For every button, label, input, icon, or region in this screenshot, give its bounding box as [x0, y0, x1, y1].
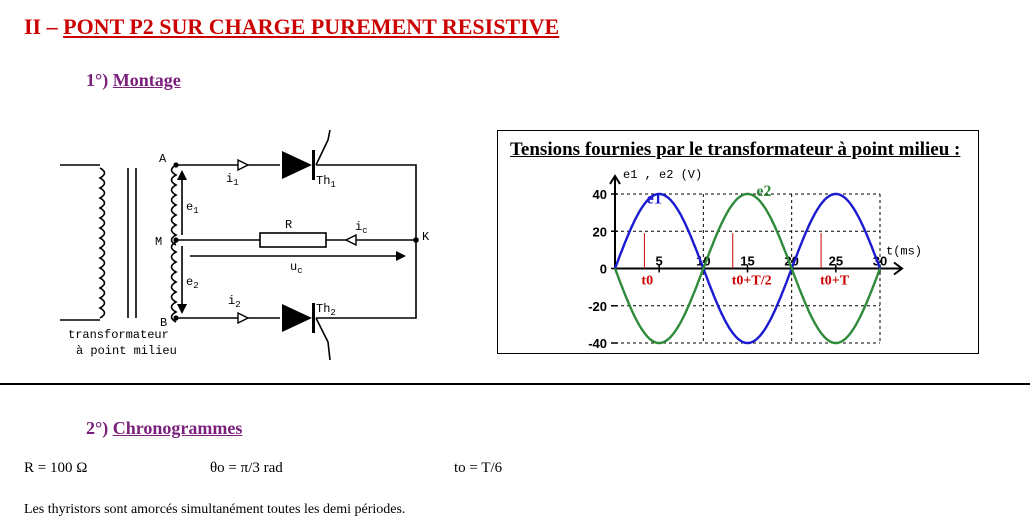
node-B-dot: [173, 315, 179, 321]
chart-heading: Tensions fournies par le transformateur …: [510, 139, 961, 160]
wire-bottom-right: [316, 240, 417, 319]
x-axis-arrowhead: [893, 261, 904, 276]
param-resistance: R = 100 Ω: [24, 460, 88, 476]
th1-gate: [315, 129, 331, 166]
resistor-label: R: [285, 218, 292, 232]
i2-label: i2: [228, 294, 241, 310]
firing-note: Les thyristors sont amorcés simultanémen…: [24, 502, 406, 517]
i2-arrowhead: [237, 311, 250, 325]
series-line-e1: [613, 192, 882, 345]
transformer-label-line2: à point milieu: [76, 344, 177, 358]
transformer-label-line1: transformateur: [68, 328, 169, 342]
secondary-coil-lower: [170, 241, 178, 323]
title-text: PONT P2 SUR CHARGE PUREMENT RESISTIVE: [63, 14, 560, 39]
section-number: 1°): [86, 70, 109, 90]
e1-arrowhead: [177, 170, 187, 180]
th2-triangle: [282, 304, 312, 332]
y-tick-label: 40: [593, 187, 607, 202]
section-heading-montage: 1°) Montage: [86, 70, 181, 91]
y-tick-label: -20: [588, 299, 607, 314]
uc-arrowhead: [396, 251, 406, 261]
y-axis-label: e1 , e2 (V): [623, 168, 702, 182]
node-K-label: K: [422, 230, 430, 244]
node-M-label: M: [155, 235, 162, 249]
section-heading-chronogrammes: 2°) Chronogrammes: [86, 418, 242, 439]
x-axis-label: t(ms): [886, 245, 922, 259]
y-tick-label: 20: [593, 224, 607, 239]
resistor: [259, 232, 327, 248]
e1-label: e1: [186, 200, 199, 216]
node-B-label: B: [160, 316, 167, 330]
e2-arrowhead: [177, 304, 187, 314]
annotation-label: t0+T/2: [732, 274, 772, 289]
th2-label: Th2: [316, 302, 336, 318]
i1-label: i1: [226, 172, 239, 188]
th2-bar: [312, 303, 315, 333]
annotation-label: t0: [641, 274, 653, 289]
node-M-dot: [173, 237, 179, 243]
secondary-coil-upper: [170, 164, 178, 246]
wire-top-right: [316, 164, 417, 240]
section-title: Chronogrammes: [112, 418, 243, 438]
primary-coil: [98, 167, 106, 319]
section-divider: [0, 383, 1030, 385]
param-t0: to = T/6: [454, 460, 503, 476]
th1-label: Th1: [316, 174, 336, 190]
e2-label: e2: [186, 275, 199, 291]
x-tick-label: 15: [740, 254, 754, 269]
series-line-e2: [613, 192, 882, 345]
node-K-dot: [413, 237, 419, 243]
ic-arrowhead: [344, 233, 357, 247]
node-A-dot: [173, 162, 179, 168]
th1-bar: [312, 150, 315, 180]
series-label-e1: e1: [647, 190, 662, 207]
i1-arrowhead: [237, 158, 250, 172]
voltage-chart-panel: Tensions fournies par le transformateur …: [497, 130, 979, 354]
y-tick-label: -40: [588, 336, 607, 351]
th1-triangle: [282, 151, 312, 179]
param-theta: θo = π/3 rad: [210, 460, 283, 476]
section-title: Montage: [112, 70, 181, 90]
circuit-diagram: A M B K i1 i2 ic e1 e2 R uc Th1 Th2 tran…: [60, 129, 430, 361]
title-number: II –: [24, 14, 58, 39]
section-number: 2°): [86, 418, 109, 438]
annotation-label: t0+T: [820, 274, 850, 289]
th2-gate: [315, 317, 331, 361]
uc-label: uc: [290, 260, 303, 276]
page-title: II – PONT P2 SUR CHARGE PUREMENT RESISTI…: [24, 14, 559, 40]
y-axis-arrowhead: [609, 174, 621, 185]
x-tick-label: 5: [656, 254, 663, 269]
node-A-label: A: [159, 152, 167, 166]
y-tick-label: 0: [600, 262, 607, 277]
ic-label: ic: [355, 220, 368, 236]
series-label-e2: e2: [756, 183, 771, 200]
x-tick-label: 25: [829, 254, 843, 269]
